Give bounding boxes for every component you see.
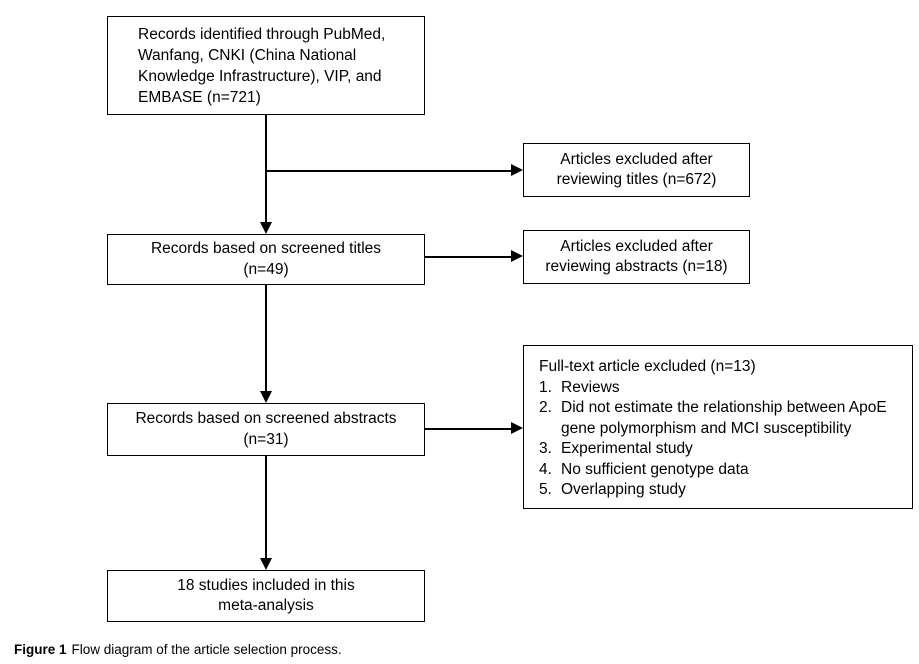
item-text: No sufficient genotype data [561,460,749,478]
box-screened-titles-text: Records based on screened titles (n=49) [150,240,382,278]
fulltext-excluded-item: 4. No sufficient genotype data [539,460,904,481]
box-screened-abstracts-text: Records based on screened abstracts (n=3… [135,410,397,448]
fulltext-excluded-item: 2. Did not estimate the relationship bet… [539,398,904,439]
box-excluded-abstracts: Articles excluded after reviewing abstra… [523,230,750,284]
box-excluded-abstracts-text: Articles excluded after reviewing abstra… [545,237,728,276]
item-text: Experimental study [561,440,693,457]
box-excluded-titles-text: Articles excluded after reviewing titles… [556,150,717,189]
fulltext-excluded-item: 1. Reviews [539,378,904,399]
arrow-screened-titles-to-screened-abstracts-line [265,285,267,391]
arrow-screened-abstracts-to-included-line [265,456,267,558]
box-included-studies: 18 studies included in this meta-analysi… [107,570,425,622]
arrow-screened-abstracts-to-included-head [260,558,272,570]
item-text: Reviews [561,378,620,396]
item-number: 3. [539,440,552,457]
figure-caption-label: Figure 1 [14,642,67,657]
figure-caption-text: Flow diagram of the article selection pr… [71,642,342,657]
box-included-studies-text: 18 studies included in this meta-analysi… [177,576,355,615]
fulltext-excluded-item: 3. Experimental study [539,439,904,460]
fulltext-excluded-title: Full-text article excluded (n=13) [539,358,756,375]
item-number: 4. [539,460,552,478]
item-text: Did not estimate the relationship betwee… [561,399,887,437]
arrow-identification-to-screened-titles-line [265,115,267,224]
box-excluded-titles: Articles excluded after reviewing titles… [523,143,750,197]
arrow-branch-to-excluded-titles-line [265,170,511,172]
box-records-identified-text: Records identified through PubMed, Wanfa… [138,26,386,106]
arrow-screened-titles-to-excluded-abstracts-head [511,250,523,262]
item-text: Overlapping study [561,481,686,498]
arrow-branch-to-excluded-titles-head [511,164,523,176]
box-fulltext-excluded: Full-text article excluded (n=13) 1. Rev… [523,345,913,509]
arrow-screened-abstracts-to-fulltext-line [425,428,511,430]
box-screened-titles: Records based on screened titles (n=49) [107,234,425,285]
item-number: 2. [539,399,552,416]
box-records-identified: Records identified through PubMed, Wanfa… [107,16,425,115]
fulltext-excluded-item: 5. Overlapping study [539,480,904,501]
box-screened-abstracts: Records based on screened abstracts (n=3… [107,403,425,456]
item-number: 1. [539,378,552,396]
arrow-screened-titles-to-screened-abstracts-head [260,391,272,403]
arrow-identification-to-screened-titles-head [260,222,272,234]
arrow-screened-titles-to-excluded-abstracts-line [425,256,511,258]
item-number: 5. [539,481,552,498]
arrow-screened-abstracts-to-fulltext-head [511,422,523,434]
figure-caption: Figure 1 Flow diagram of the article sele… [14,642,342,657]
